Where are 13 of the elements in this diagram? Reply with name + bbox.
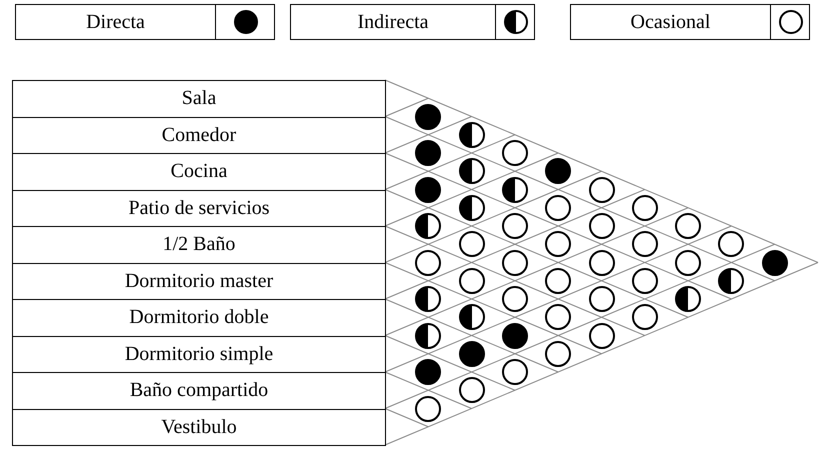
- legend-label: Directa: [16, 5, 216, 39]
- room-label: Patio de servicios: [12, 190, 386, 227]
- legend-label: Ocasional: [571, 5, 771, 39]
- room-label: Comedor: [12, 116, 386, 154]
- room-label: Dormitorio doble: [12, 299, 386, 336]
- room-label: Vestibulo: [12, 408, 386, 446]
- room-label: 1/2 Baño: [12, 226, 386, 264]
- room-label: Dormitorio master: [12, 262, 386, 300]
- room-label: Baño compartido: [12, 372, 386, 410]
- legend-label: Indirecta: [291, 5, 496, 39]
- room-label: Cocina: [12, 153, 386, 190]
- room-label: Dormitorio simple: [12, 336, 386, 373]
- room-label: Sala: [12, 80, 386, 118]
